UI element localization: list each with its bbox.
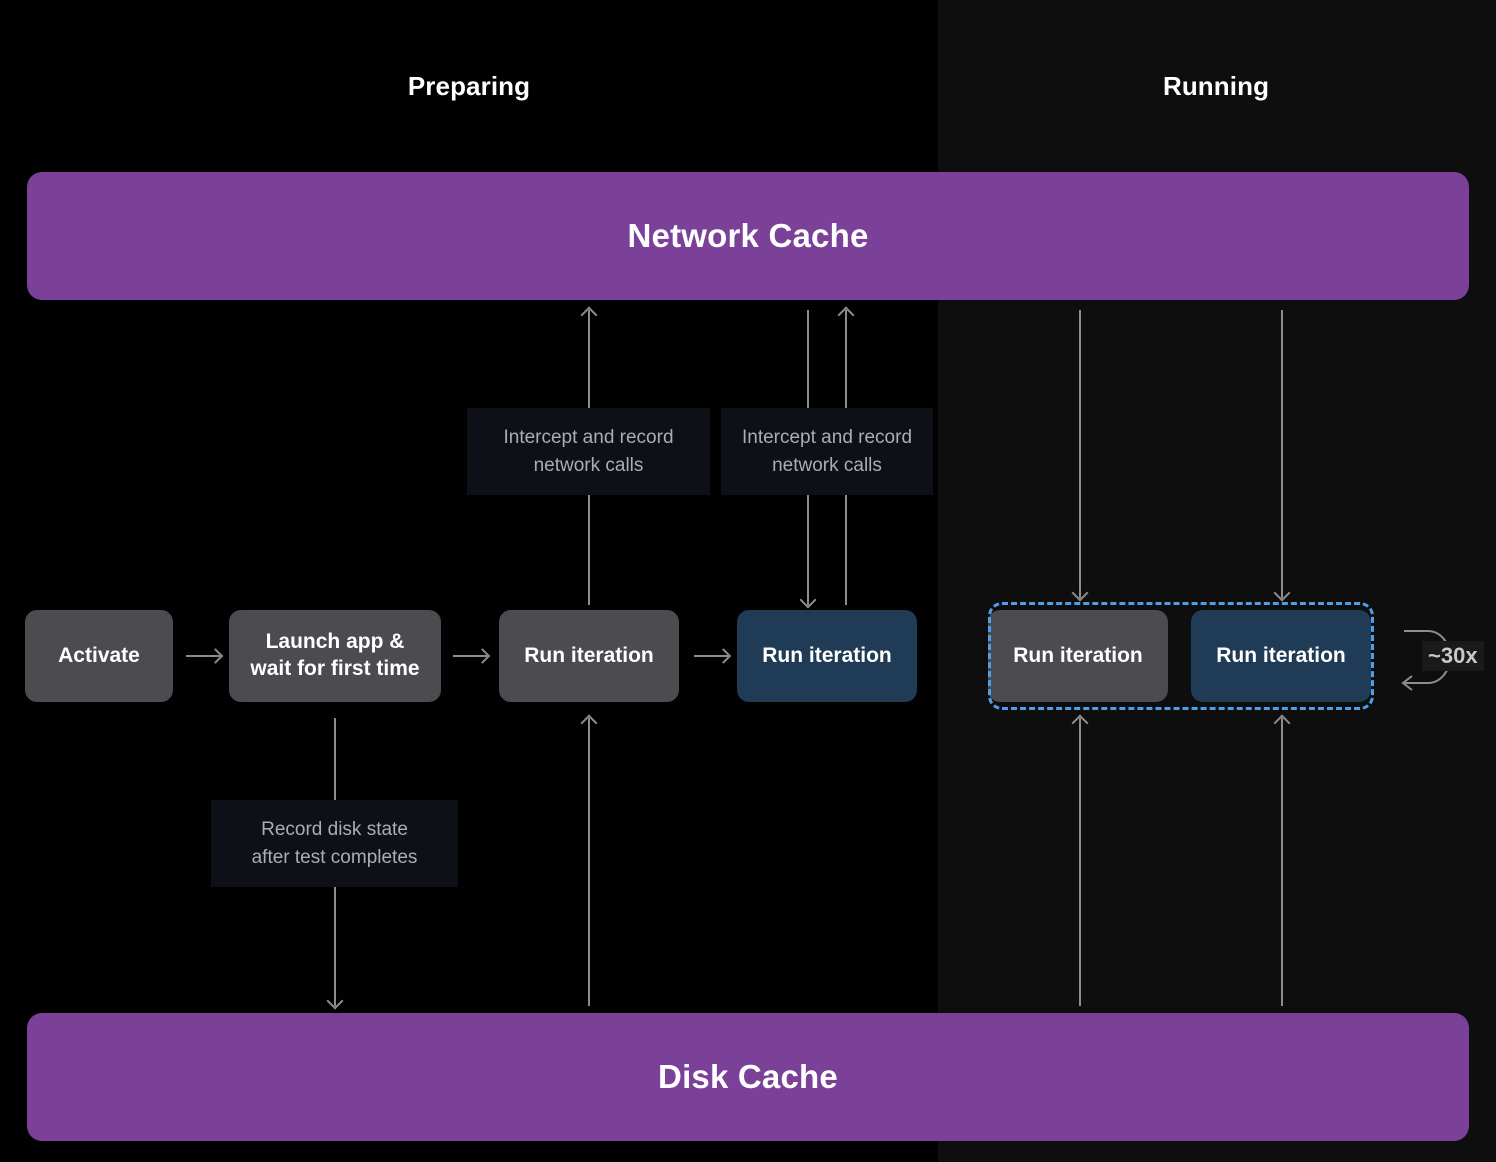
- annotation-record-disk-line2: after test completes: [251, 846, 418, 868]
- annotation-intercept-1: Intercept and record network calls: [467, 408, 710, 495]
- arrow-activate-to-launch: [186, 655, 220, 657]
- node-launch-app-line2: wait for first time: [250, 657, 420, 680]
- node-run-iteration-running-2[interactable]: Run iteration: [1191, 610, 1371, 702]
- annotation-intercept-1-line1: Intercept and record: [503, 426, 674, 448]
- annotation-intercept-2-line2: network calls: [772, 454, 882, 476]
- arrow-disk-cache-to-run-prep-1: [580, 714, 598, 1006]
- arrow-run-prep-1-to-run-prep-2: [694, 655, 728, 657]
- arrow-disk-cache-to-run-running-1: [1071, 714, 1089, 1006]
- annotation-intercept-2: Intercept and record network calls: [721, 408, 933, 495]
- annotation-record-disk-line1: Record disk state: [261, 818, 408, 840]
- annotation-intercept-1-line2: network calls: [533, 454, 644, 476]
- phase-title-running: Running: [1162, 71, 1270, 101]
- node-activate[interactable]: Activate: [25, 610, 173, 702]
- arrow-network-cache-to-run-running-2: [1273, 310, 1291, 602]
- phase-title-preparing: Preparing: [407, 71, 531, 101]
- arrow-launch-to-run-prep-1: [453, 655, 487, 657]
- node-launch-app-line1: Launch app &: [265, 630, 405, 654]
- loop-count-label: ~30x: [1422, 641, 1484, 671]
- node-launch-app[interactable]: Launch app & wait for first time: [229, 610, 441, 702]
- node-run-iteration-prep-2[interactable]: Run iteration: [737, 610, 917, 702]
- arrow-network-cache-to-run-running-1: [1071, 310, 1089, 602]
- disk-cache-bar: Disk Cache: [27, 1013, 1469, 1141]
- node-run-iteration-running-1[interactable]: Run iteration: [988, 610, 1168, 702]
- annotation-intercept-2-line1: Intercept and record: [741, 426, 913, 448]
- arrow-disk-cache-to-run-running-2: [1273, 714, 1291, 1006]
- network-cache-bar: Network Cache: [27, 172, 1469, 300]
- annotation-record-disk: Record disk state after test completes: [211, 800, 458, 887]
- node-run-iteration-prep-1[interactable]: Run iteration: [499, 610, 679, 702]
